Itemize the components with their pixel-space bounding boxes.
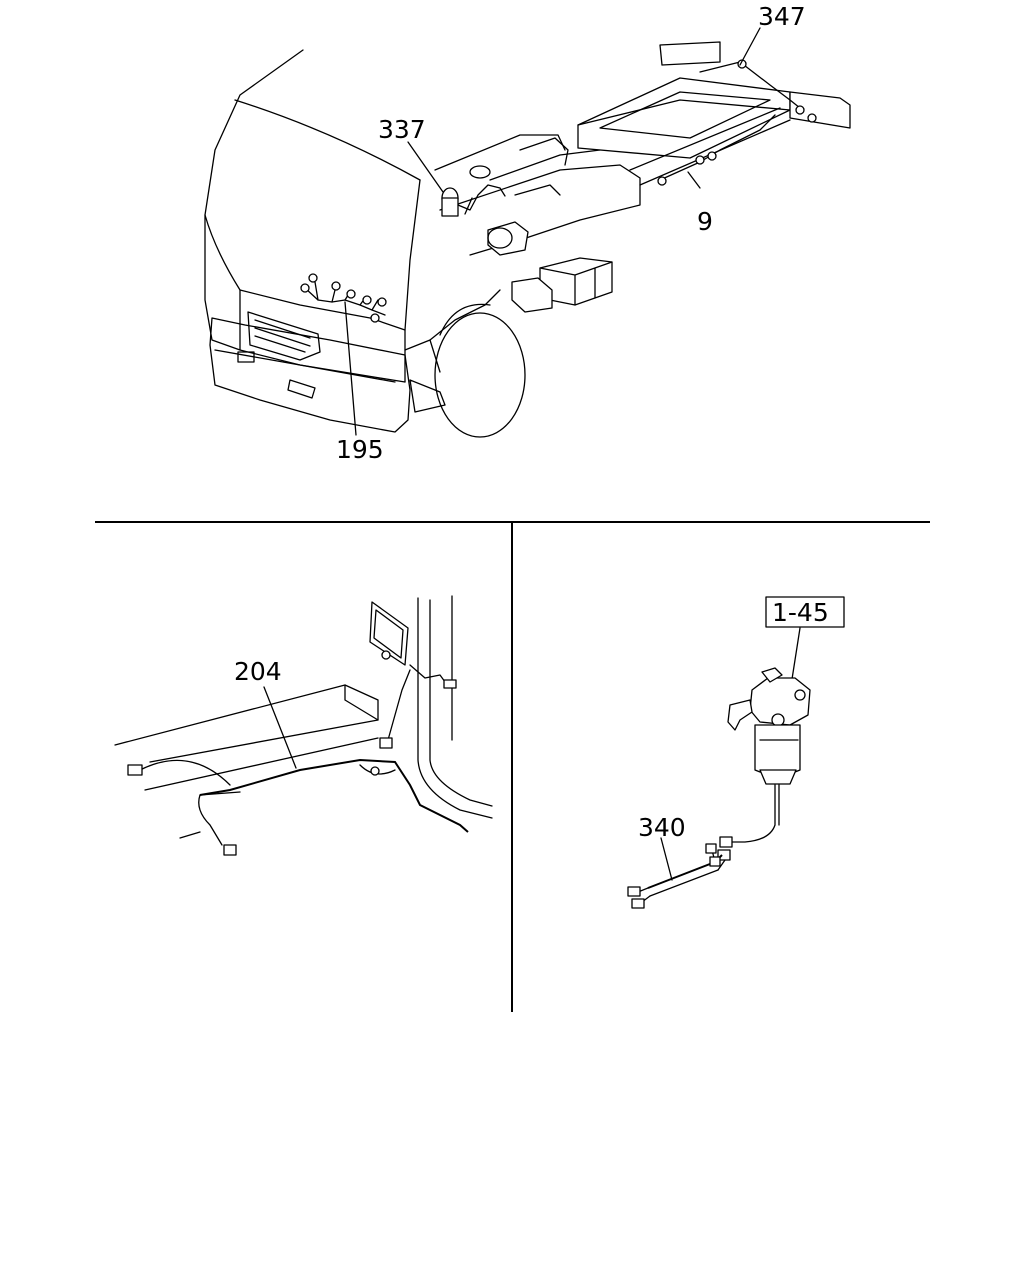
callout-347: 347 [758, 2, 806, 31]
truck-overview-illustration [204, 41, 851, 438]
callout-340: 340 [638, 813, 686, 842]
callout-204: 204 [234, 657, 282, 686]
fuel-filter-illustration [627, 596, 845, 909]
callout-9: 9 [697, 207, 713, 236]
callout-337: 337 [378, 115, 426, 144]
leader-lines-top [344, 27, 761, 436]
leader-line-340 [660, 837, 673, 881]
callout-195: 195 [336, 435, 384, 464]
callout-1-45: 1-45 [772, 598, 829, 627]
cab-harness-illustration [114, 595, 493, 856]
reference-box-1-45 [765, 596, 845, 628]
leader-line-204 [263, 686, 297, 769]
